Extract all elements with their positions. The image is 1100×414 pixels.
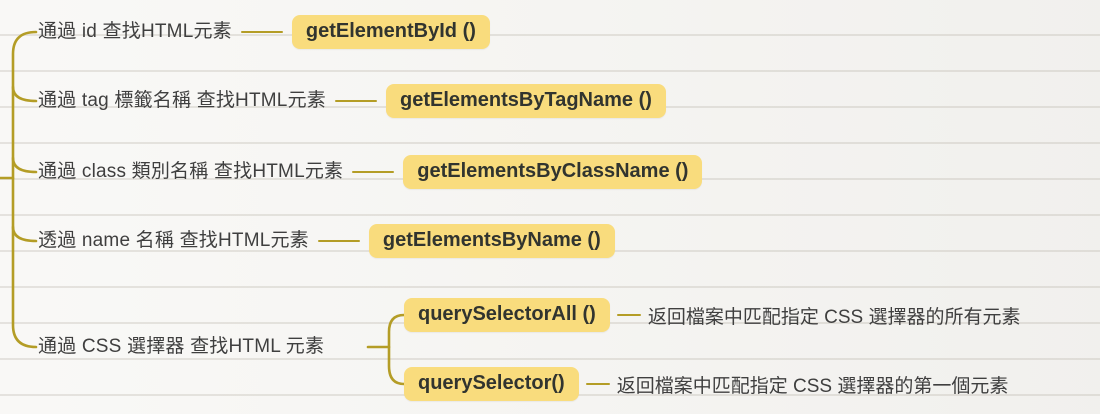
description-queryselector[interactable]: 返回檔案中匹配指定 CSS 選擇器的第一個元素 <box>616 375 1009 397</box>
child-row-queryselectorall: querySelectorAll () 返回檔案中匹配指定 CSS 選擇器的所有… <box>404 298 1020 332</box>
branch-curve-2 <box>11 85 38 103</box>
node-queryselector[interactable]: querySelector() <box>404 367 579 401</box>
connector-line <box>585 382 610 386</box>
topic-label-id[interactable]: 通過 id 查找HTML元素 <box>38 21 232 42</box>
branch-row-class: 通過 class 類別名稱 查找HTML元素 getElementsByClas… <box>38 155 703 189</box>
branch-row-css-selector: 通過 CSS 選擇器 查找HTML 元素 <box>38 330 324 364</box>
branch-curve-3 <box>11 156 38 174</box>
child-row-queryselector: querySelector() 返回檔案中匹配指定 CSS 選擇器的第一個元素 <box>404 367 1008 401</box>
branch-row-name: 透過 name 名稱 查找HTML元素 getElementsByName () <box>38 224 615 258</box>
connector-line <box>240 30 283 34</box>
branch-row-tag: 通過 tag 標籤名稱 查找HTML元素 getElementsByTagNam… <box>38 84 666 118</box>
node-getelementsbyclassname[interactable]: getElementsByClassName () <box>403 155 703 189</box>
trunk-line <box>11 30 38 349</box>
node-getelementsbytagname[interactable]: getElementsByTagName () <box>385 84 666 118</box>
branch-row-id: 通過 id 查找HTML元素 getElementById () <box>38 15 490 49</box>
topic-label-name[interactable]: 透過 name 名稱 查找HTML元素 <box>38 230 309 251</box>
node-queryselectorall[interactable]: querySelectorAll () <box>404 298 610 332</box>
node-getelementbyid[interactable]: getElementById () <box>291 15 490 49</box>
css-branch-bracket <box>387 313 406 386</box>
topic-label-css-selector[interactable]: 通過 CSS 選擇器 查找HTML 元素 <box>38 336 325 357</box>
connector-line <box>317 239 360 243</box>
connector-line <box>616 313 641 317</box>
topic-label-tag[interactable]: 通過 tag 標籤名稱 查找HTML元素 <box>38 90 326 111</box>
topic-label-class[interactable]: 通過 class 類別名稱 查找HTML元素 <box>38 161 344 182</box>
connector-line <box>334 99 377 103</box>
connector-line <box>352 170 395 174</box>
description-queryselectorall[interactable]: 返回檔案中匹配指定 CSS 選擇器的所有元素 <box>647 306 1021 328</box>
node-getelementsbyname[interactable]: getElementsByName () <box>368 224 615 258</box>
branch-curve-4 <box>11 225 38 243</box>
